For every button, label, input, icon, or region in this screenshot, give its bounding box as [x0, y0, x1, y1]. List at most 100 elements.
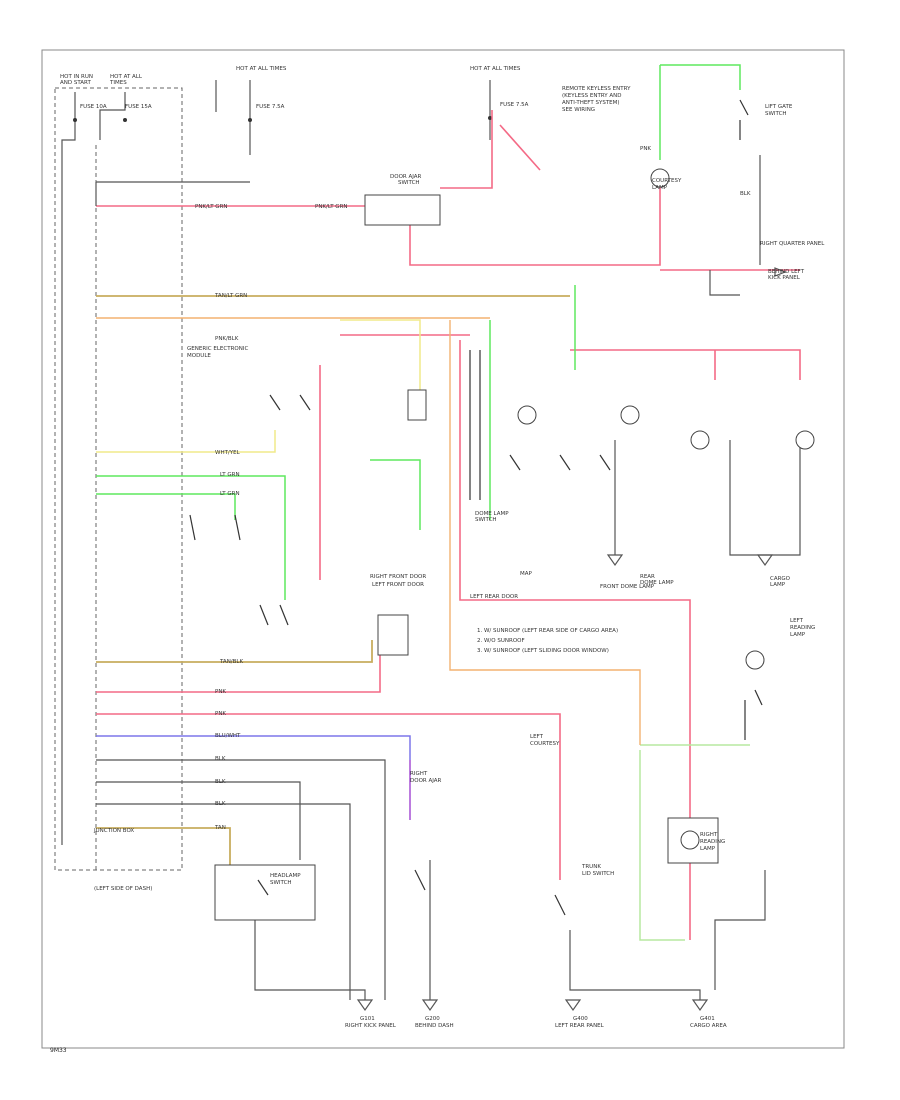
label-rear-lamp: REAR [640, 574, 655, 580]
left-reading-bulb [745, 650, 765, 670]
label-lt-rear-door: LEFT REAR DOOR [470, 594, 518, 600]
label-rt-front-door: RIGHT FRONT DOOR [370, 574, 426, 580]
label-gem: GENERIC ELECTRONIC [187, 346, 248, 352]
label-g-left-rear: G400 [573, 1016, 588, 1022]
blue-circuits [96, 735, 411, 820]
right-reading-lamp-box [667, 817, 719, 864]
ground-symbols [356, 267, 787, 1012]
label-fuse-top: FUSE 7.5A [500, 102, 529, 108]
label-g-behind-dash: G200 [425, 1016, 440, 1022]
label-rear-lamp2: DOME LAMP [640, 580, 674, 586]
label-lt-reading3: LAMP [790, 632, 806, 638]
label-rt-reading: RIGHT [700, 832, 718, 838]
label-dome-lamp-sw2: SWITCH [475, 517, 497, 523]
label-lt-reading2: READING [790, 625, 815, 631]
label-rt-door-ajar: RIGHT [410, 771, 428, 777]
ground-circuits [95, 155, 801, 1000]
label-trunk-sw: TRUNK [581, 864, 601, 870]
label-headlamp-sw: HEADLAMP [270, 873, 301, 879]
door-ajar-module [364, 194, 441, 226]
footer-code: 9M33 [50, 1047, 67, 1054]
label-g-behind-left: BEHIND LEFT [768, 269, 805, 275]
label-g-cargo2: CARGO AREA [690, 1023, 727, 1029]
label-courtesy-lamp2: LAMP [652, 185, 668, 191]
label-dome-lamp-sw: DOME LAMP [475, 511, 509, 517]
wire-code-tan-blk: TAN/BLK [219, 659, 243, 665]
label-door-ajar2: SWITCH [398, 180, 420, 186]
label-front-dome: FRONT DOME LAMP [600, 584, 655, 590]
label-fuse-l: FUSE 10A [80, 104, 107, 110]
label-fuse-r: FUSE 15A [125, 104, 152, 110]
label-lt-front-door: LEFT FRONT DOOR [372, 582, 424, 588]
label-headlamp-sw2: SWITCH [270, 880, 292, 886]
label-lift-gate2: SWITCH [765, 111, 787, 117]
wire-code-blk-top: BLK [740, 191, 751, 197]
label-courtesy-lamp: COURTESY [652, 178, 682, 184]
orange-circuits [96, 317, 641, 745]
wire-code-blk-3: BLK [215, 801, 226, 807]
wire-code-blk-1: BLK [215, 756, 226, 762]
label-remote-key: REMOTE KEYLESS ENTRY [562, 86, 631, 92]
label-g-behind-left2: KICK PANEL [768, 275, 801, 281]
label-map-lamp: MAP [520, 571, 533, 577]
label-g-cargo: G401 [700, 1016, 715, 1022]
wire-code-pnk-dg-2: PNK/LT GRN [315, 204, 348, 210]
switches [189, 99, 763, 916]
label-hot-run-start-l2: AND START [60, 80, 91, 86]
label-hot-at-times-l2: TIMES [109, 80, 127, 86]
fuse-feeds [61, 80, 492, 845]
wire-code-wht-yel: WHT/YEL [215, 450, 241, 456]
interior-relay [377, 614, 409, 656]
label-remote-key3: ANTI-THEFT SYSTEM) [562, 100, 620, 106]
label-rt-reading2: READING [700, 839, 725, 845]
label-remote-key4: SEE WIRING [562, 107, 595, 113]
label-note1: 1. W/ SUNROOF (LEFT REAR SIDE OF CARGO A… [477, 628, 618, 634]
pink-circuits [96, 110, 801, 940]
label-trunk-sw2: LID SWITCH [582, 871, 614, 877]
yellow-circuits [96, 319, 421, 453]
label-hot-all-times-mid: HOT AT ALL TIMES [236, 66, 287, 72]
cargo-lamp-bulb [795, 430, 815, 450]
lamp-module [407, 389, 427, 421]
label-hot-at-times-l: HOT AT ALL [110, 74, 143, 80]
courtesy-lamp-bulb [650, 168, 670, 188]
label-jcb2: (LEFT SIDE OF DASH) [94, 886, 152, 892]
label-gem2: MODULE [187, 353, 211, 359]
wire-code-tan-org: TAN [214, 825, 226, 831]
label-rt-reading3: LAMP [700, 846, 716, 852]
label-lt-reading: LEFT [790, 618, 804, 624]
label-g-behind-dash2: BEHIND DASH [415, 1023, 454, 1029]
front-dome-bulb-l [517, 405, 537, 425]
label-fuse-mid: FUSE 7.5A [256, 104, 285, 110]
label-remote-key2: (KEYLESS ENTRY AND [562, 93, 622, 99]
right-reading-bulb [680, 830, 700, 850]
wire-code-pnk-blk: PNK/BLK [215, 336, 239, 342]
label-cargo-lamp: CARGO [770, 576, 791, 582]
label-jcb: JUNCTION BOX [93, 828, 134, 834]
tan-circuits [96, 295, 570, 870]
label-lt-courtesy2: COURTESY [530, 741, 560, 747]
diagram-frame [41, 49, 845, 1049]
wire-code-lt-grn-2: LT GRN [220, 491, 240, 497]
green-circuits [96, 64, 750, 941]
wire-code-pnk-2: PNK [215, 689, 226, 695]
label-note2: 2. W/O SUNROOF [477, 638, 525, 644]
label-lift-gate: LIFT GATE [765, 104, 793, 110]
wire-code-lt-grn-1: LT GRN [220, 472, 240, 478]
rear-dome-bulb [690, 430, 710, 450]
wire-code-tan-ltgrn: TAN/LT GRN [214, 293, 247, 299]
label-g-rt-kick: G101 [360, 1016, 375, 1022]
wire-code-blu-wht: BLU/WHT [215, 733, 241, 739]
label-g-rt-kick2: RIGHT KICK PANEL [345, 1023, 397, 1029]
wire-code-pnk-top: PNK [640, 146, 651, 152]
junction-box-outline [54, 87, 183, 871]
label-rt-door-ajar2: DOOR AJAR [410, 778, 442, 784]
wire-code-blk-2: BLK [215, 779, 226, 785]
label-hot-all-times-top: HOT AT ALL TIMES [470, 66, 521, 72]
wire-code-pnk-3: PNK [215, 711, 226, 717]
headlamp-switch-box [214, 864, 316, 921]
label-door-ajar: DOOR AJAR [390, 174, 422, 180]
